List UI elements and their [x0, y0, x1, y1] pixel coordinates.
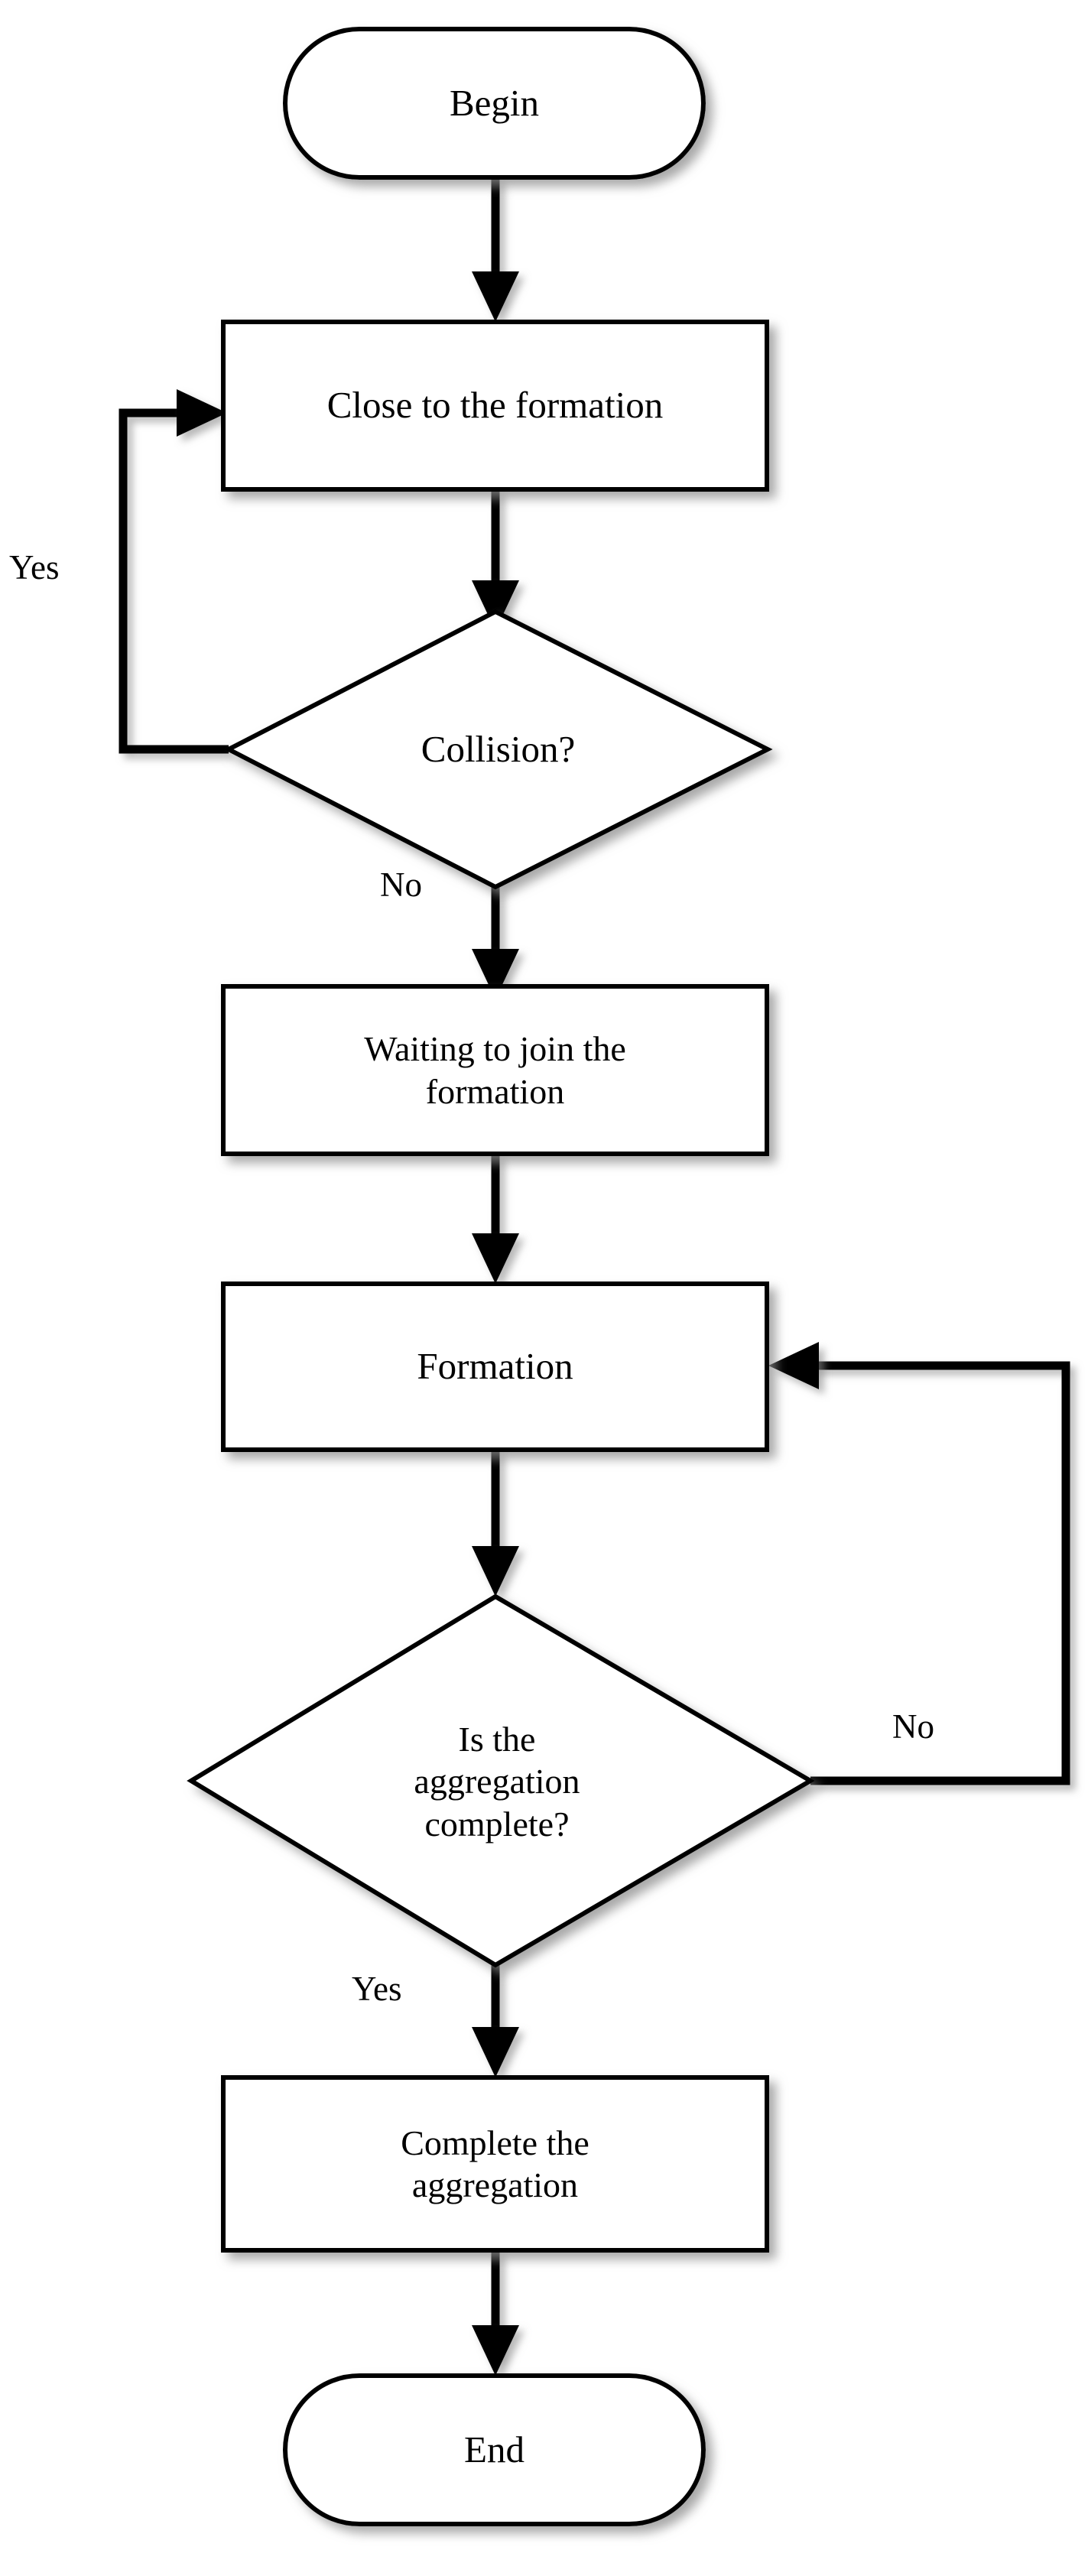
arrowhead-waiting-formation: [472, 1233, 519, 1284]
node-shape-close: [221, 320, 769, 492]
node-shape-begin: [283, 27, 706, 180]
arrowhead-collision-yes: [177, 389, 227, 437]
node-shape-formation: [221, 1282, 769, 1452]
edge-label-aggregation-no: No: [892, 1707, 934, 1746]
edge-label-collision-no: No: [380, 866, 422, 904]
node-shape-complete: [221, 2075, 769, 2253]
edge-aggregation-no: [810, 1361, 1070, 1785]
node-shape-collision: [223, 609, 773, 890]
node-shape-aggcheck: [187, 1593, 815, 1968]
edge-label-aggregation-yes: Yes: [352, 1970, 402, 2008]
edge-collision-yes: [119, 408, 229, 754]
edge-label-collision-yes: Yes: [9, 548, 60, 586]
node-shape-waiting: [221, 984, 769, 1156]
arrowhead-complete-end: [472, 2325, 519, 2376]
arrowhead-aggregation-yes: [472, 2027, 519, 2077]
arrowhead-close-collision: [472, 580, 519, 631]
arrowhead-collision-no: [472, 949, 519, 999]
arrowhead-aggregation-no: [768, 1342, 819, 1389]
arrowhead-formation-aggcheck: [472, 1546, 519, 1597]
arrowhead-begin-close: [472, 271, 519, 322]
node-shape-end: [283, 2373, 706, 2526]
